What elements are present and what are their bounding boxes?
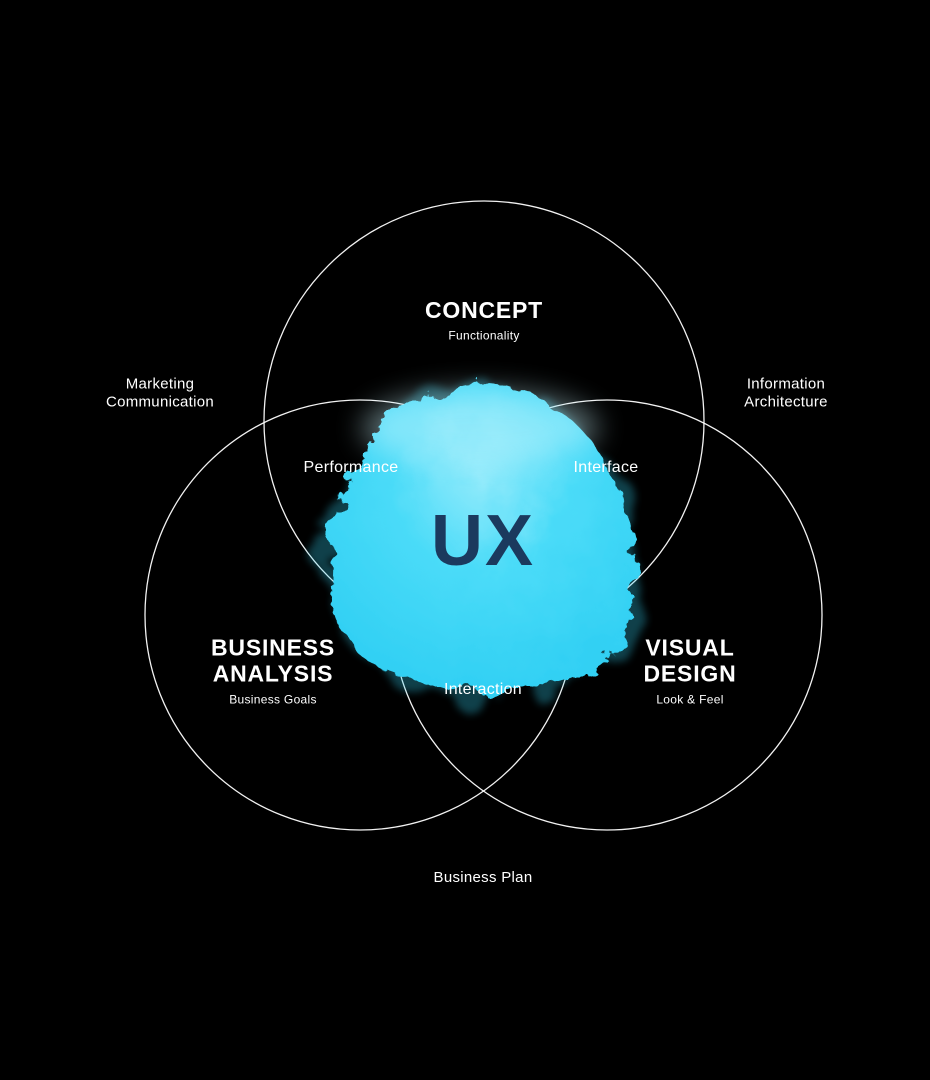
concept-circle-title: CONCEPT bbox=[424, 296, 544, 323]
concept-circle-subtitle: Functionality bbox=[448, 328, 520, 343]
visual-design-circle-title: VISUAL DESIGN bbox=[643, 634, 737, 687]
marketing-communication-label: Marketing Communication bbox=[105, 375, 215, 411]
overlap-interaction-label: Interaction bbox=[443, 681, 523, 699]
ux-highlight-blob bbox=[329, 383, 635, 690]
overlap-interface-label: Interface bbox=[573, 459, 639, 477]
information-architecture-label: Information Architecture bbox=[744, 375, 828, 411]
business-analysis-circle-subtitle: Business Goals bbox=[229, 692, 317, 707]
ux-center-label: UX bbox=[430, 501, 536, 581]
business-plan-label: Business Plan bbox=[433, 868, 533, 886]
business-analysis-circle-title: BUSINESS ANALYSIS bbox=[211, 634, 335, 687]
overlap-performance-label: Performance bbox=[303, 459, 399, 477]
ux-highlight-sheen bbox=[362, 390, 598, 466]
visual-design-circle-subtitle: Look & Feel bbox=[656, 692, 724, 707]
